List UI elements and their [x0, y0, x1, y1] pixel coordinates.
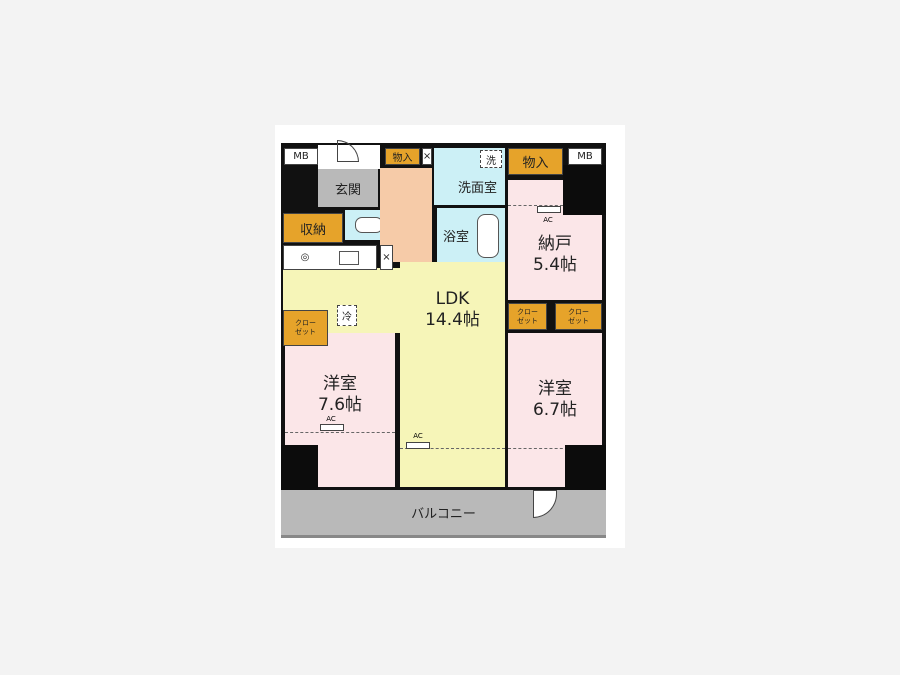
storeroom-size: 5.4帖 [532, 255, 578, 275]
western-left-ac-unit [320, 424, 344, 431]
fridge-space: 冷 [337, 305, 357, 326]
sink-icon [339, 250, 360, 265]
western-right-size: 6.7帖 [532, 400, 578, 420]
western-left-ac-line [285, 432, 395, 433]
column-right-bottom [565, 445, 606, 490]
washer-space: 洗 [480, 150, 502, 168]
ldk-ac-unit [406, 442, 430, 449]
column-left-bottom [281, 445, 318, 490]
room-western-left: 洋室 7.6帖 [285, 333, 395, 487]
storeroom-ac-unit [537, 206, 561, 213]
room-bathroom: 浴室 [437, 208, 505, 262]
mb-right: MB [568, 148, 602, 165]
western-left-ac-label: AC [326, 415, 336, 423]
western-right-ac-line [508, 448, 568, 449]
ldk-size: 14.4帖 [425, 309, 480, 330]
ldk-name: LDK [435, 288, 470, 309]
room-storage-top-right: 物入 [508, 148, 563, 175]
kitchen-x-box: × [380, 245, 393, 270]
kitchen-counter: ◎ [283, 245, 377, 270]
washroom-label: 洗面室 [457, 181, 497, 196]
room-storage-top-left: 物入 [385, 148, 420, 165]
western-left-name: 洋室 [322, 374, 357, 394]
mb-left: MB [284, 148, 318, 165]
balcony-label: バルコニー [411, 507, 476, 522]
toilet-icon [355, 217, 383, 233]
room-closet-storage: 収納 [283, 213, 343, 243]
room-ldk: LDK 14.4帖 [400, 262, 505, 487]
storeroom-ac-label: AC [543, 216, 553, 224]
column-right-top [563, 165, 606, 215]
closet-right-1[interactable]: クロー ゼット [508, 303, 547, 330]
bathroom-label: 浴室 [443, 229, 470, 245]
storeroom-upper [508, 215, 602, 225]
ldk-ac-line [400, 448, 505, 449]
storeroom-ac-line [508, 205, 563, 206]
closet-right-2[interactable]: クロー ゼット [555, 303, 602, 330]
stove-icon: ◎ [300, 252, 310, 263]
western-right-name: 洋室 [537, 379, 572, 399]
balcony: バルコニー [281, 490, 606, 538]
ldk-ac-label: AC [413, 432, 423, 440]
closet-left[interactable]: クロー ゼット [283, 310, 328, 346]
storeroom-name: 納戸 [537, 234, 572, 254]
bathtub-icon [477, 214, 499, 258]
shaft-x-box: × [422, 148, 432, 165]
western-left-size: 7.6帖 [317, 395, 363, 415]
room-entrance: 玄関 [318, 169, 378, 207]
